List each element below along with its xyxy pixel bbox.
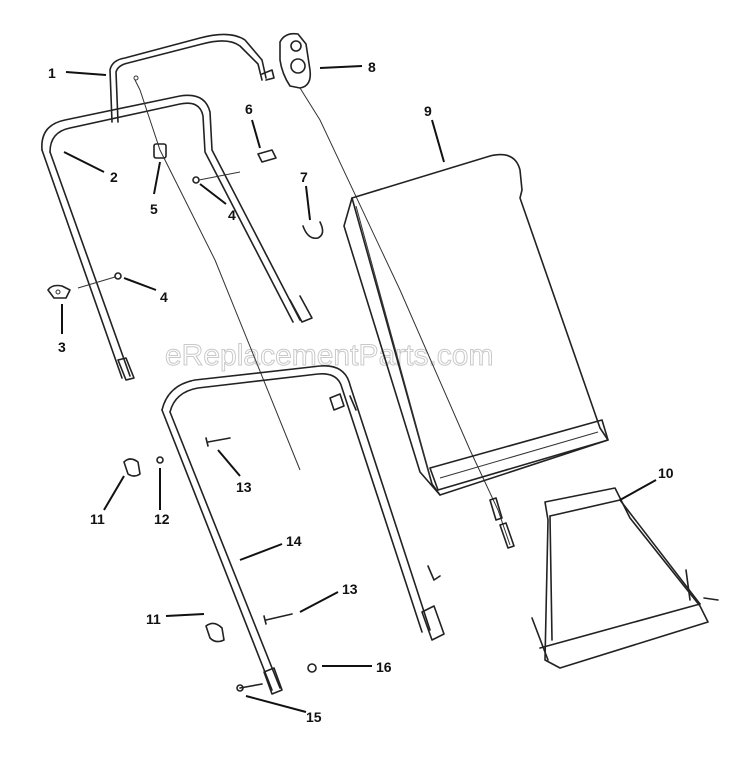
callout-15: 15 [306,709,322,725]
leader-4a [199,183,227,205]
callout-8: 8 [368,59,376,75]
part-9-grass-bag [343,153,609,496]
callout-10: 10 [658,465,674,481]
part-13-bolt-lower [263,613,293,625]
callout-3: 3 [58,339,66,355]
part-5-cable-clip [153,143,167,159]
part-11-knob-upper [123,458,141,477]
part-4-bolt-lower [77,272,122,289]
callout-7: 7 [300,169,308,185]
callout-2: 2 [110,169,118,185]
part-2-upper-handle [41,94,313,381]
callout-5: 5 [150,201,158,217]
throttle-cable [133,75,301,471]
callout-1: 1 [48,65,56,81]
leader-6 [251,119,261,149]
callout-13b: 13 [342,581,358,597]
callout-14: 14 [286,533,302,549]
part-4-bolt-upper [192,171,241,184]
part-12-washer [156,456,164,464]
part-1-bail [109,33,275,123]
part-16-nut [307,663,317,673]
part-10-bag-frame [531,487,719,669]
part-15-bolt [236,683,263,692]
leader-14 [239,543,283,561]
leader-2 [63,151,105,173]
part-7-hairpin [302,221,324,240]
callout-11a: 11 [90,511,105,527]
leader-13b [299,591,339,613]
leader-7 [305,185,311,221]
leader-11b [165,613,205,617]
leader-9 [431,119,445,163]
part-6-bolt [257,149,277,163]
leader-8 [319,65,363,69]
leader-11a [103,475,125,511]
callout-4b: 4 [160,289,168,305]
callout-13a: 13 [236,479,252,495]
leader-13a [217,449,241,477]
leader-15 [245,695,307,713]
callout-labels: 1 2 3 4 4 5 6 7 8 9 10 11 11 12 13 13 14… [48,59,674,725]
part-3-knob [47,284,71,299]
leader-lines [61,65,657,713]
part-11-knob-lower [205,622,225,643]
callout-16: 16 [376,659,392,675]
leader-5 [153,161,161,195]
leader-1 [65,71,107,76]
callout-4a: 4 [228,207,236,223]
leader-10 [619,479,657,501]
callout-6: 6 [245,101,253,117]
callout-9: 9 [424,103,432,119]
watermark-text: eReplacementParts.com [165,339,493,372]
part-13-bolt-upper [205,437,231,447]
control-cable [299,87,515,549]
leader-4b [123,277,157,291]
part-14-lower-handle [161,365,445,695]
part-8-control-lever [279,32,312,89]
callout-12: 12 [154,511,170,527]
callout-11b: 11 [146,611,161,627]
